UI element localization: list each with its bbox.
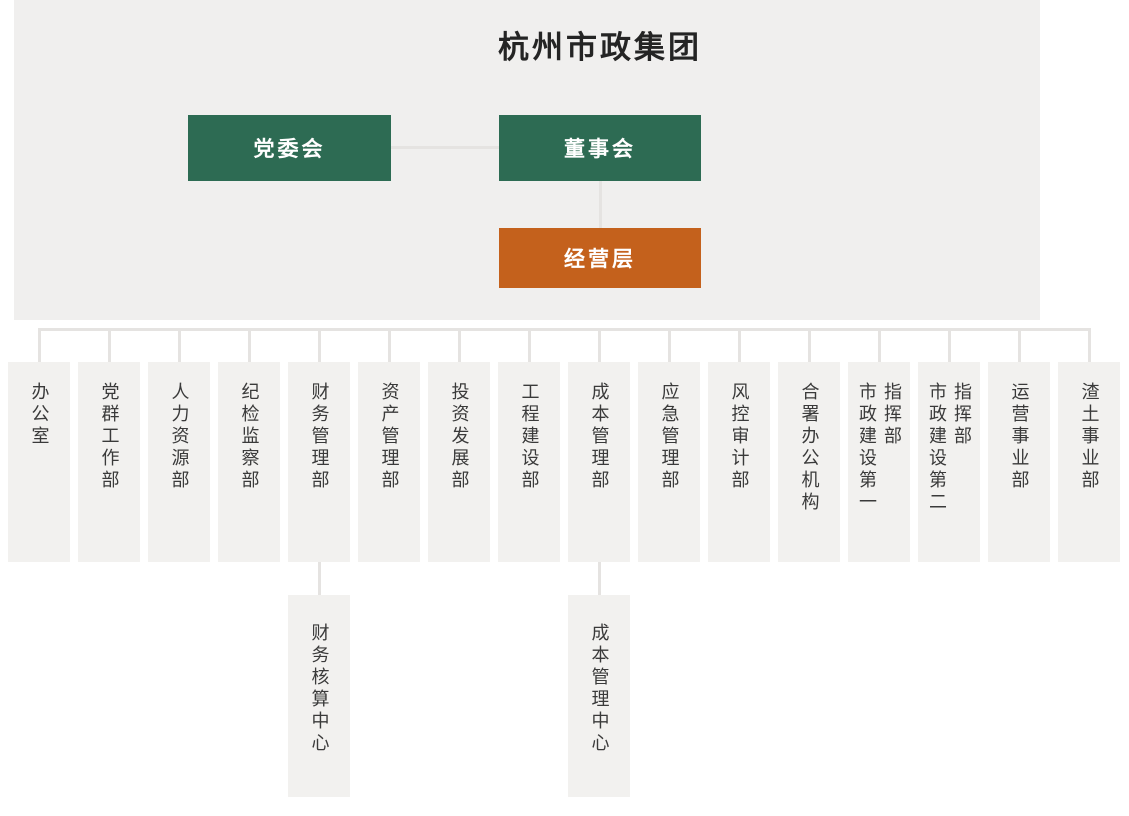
department-item-4: 纪检监察部 (218, 328, 280, 562)
department-box: 成本管理部 (568, 362, 630, 562)
department-label: 渣土事业部 (1079, 382, 1100, 492)
department-connector-line (947, 328, 951, 362)
department-box: 市政建设第二指挥部 (918, 362, 980, 562)
department-connector-line (37, 328, 41, 362)
department-connector-line (177, 328, 181, 362)
board-box: 董事会 (499, 115, 701, 181)
party-board-connector-line (391, 146, 499, 149)
department-label: 运营事业部 (1009, 382, 1030, 492)
board-label: 董事会 (564, 138, 636, 161)
department-box: 渣土事业部 (1058, 362, 1120, 562)
trunk-connector-line (39, 328, 1089, 331)
department-label: 成本管理部 (589, 382, 610, 492)
department-box: 应急管理部 (638, 362, 700, 562)
department-item-9: 成本管理部 (568, 328, 630, 562)
department-connector-line (387, 328, 391, 362)
department-connector-line (317, 328, 321, 362)
department-label: 财务管理部 (309, 382, 330, 492)
department-item-15: 运营事业部 (988, 328, 1050, 562)
department-label: 人力资源部 (169, 382, 190, 492)
department-box: 财务管理部 (288, 362, 350, 562)
sub-center-cost: 成本管理中心 (568, 562, 630, 797)
management-box: 经营层 (499, 228, 701, 288)
department-label: 工程建设部 (519, 382, 540, 492)
department-label: 办公室 (29, 382, 50, 448)
department-box: 工程建设部 (498, 362, 560, 562)
department-item-6: 资产管理部 (358, 328, 420, 562)
department-connector-line (597, 328, 601, 362)
department-box: 投资发展部 (428, 362, 490, 562)
department-item-10: 应急管理部 (638, 328, 700, 562)
governance-panel: 杭州市政集团 党委会 董事会 经营层 (14, 0, 1040, 320)
management-label: 经营层 (564, 248, 636, 271)
department-connector-line (457, 328, 461, 362)
party-committee-label: 党委会 (253, 138, 326, 161)
department-item-8: 工程建设部 (498, 328, 560, 562)
department-item-16: 渣土事业部 (1058, 328, 1120, 562)
sub-center-box: 财务核算中心 (288, 595, 350, 797)
department-box: 党群工作部 (78, 362, 140, 562)
department-label: 应急管理部 (659, 382, 680, 492)
department-label: 纪检监察部 (239, 382, 260, 492)
department-item-7: 投资发展部 (428, 328, 490, 562)
sub-center-finance: 财务核算中心 (288, 562, 350, 797)
chart-title: 杭州市政集团 (498, 30, 702, 65)
department-connector-line (527, 328, 531, 362)
department-item-13: 市政建设第一指挥部 (848, 328, 910, 562)
department-item-14: 市政建设第二指挥部 (918, 328, 980, 562)
department-connector-line (1017, 328, 1021, 362)
department-box: 运营事业部 (988, 362, 1050, 562)
party-committee-box: 党委会 (188, 115, 391, 181)
department-box: 办公室 (8, 362, 70, 562)
department-box: 市政建设第一指挥部 (848, 362, 910, 562)
department-item-2: 党群工作部 (78, 328, 140, 562)
department-item-12: 合署办公机构 (778, 328, 840, 562)
board-management-connector-line (599, 181, 602, 228)
department-connector-line (737, 328, 741, 362)
department-label: 党群工作部 (99, 382, 120, 492)
department-label: 资产管理部 (379, 382, 400, 492)
department-connector-line (807, 328, 811, 362)
department-item-3: 人力资源部 (148, 328, 210, 562)
department-connector-line (1087, 328, 1091, 362)
department-label: 投资发展部 (449, 382, 470, 492)
department-box: 合署办公机构 (778, 362, 840, 562)
sub-center-box: 成本管理中心 (568, 595, 630, 797)
department-box: 纪检监察部 (218, 362, 280, 562)
department-box: 人力资源部 (148, 362, 210, 562)
department-label: 市政建设第二指挥部 (927, 382, 972, 514)
sub-center-connector-line (597, 562, 601, 595)
department-connector-line (667, 328, 671, 362)
department-box: 风控审计部 (708, 362, 770, 562)
sub-center-label: 财务核算中心 (309, 623, 330, 755)
department-label: 市政建设第一指挥部 (857, 382, 902, 514)
department-item-5: 财务管理部 (288, 328, 350, 562)
department-item-1: 办公室 (8, 328, 70, 562)
sub-center-label: 成本管理中心 (589, 623, 610, 755)
department-item-11: 风控审计部 (708, 328, 770, 562)
department-box: 资产管理部 (358, 362, 420, 562)
department-row: 办公室 党群工作部 人力资源部 纪检监察部 财务管理部 (8, 328, 1120, 562)
sub-center-connector-line (317, 562, 321, 595)
department-label: 合署办公机构 (799, 382, 820, 514)
department-connector-line (107, 328, 111, 362)
department-label: 风控审计部 (729, 382, 750, 492)
department-connector-line (247, 328, 251, 362)
department-connector-line (877, 328, 881, 362)
